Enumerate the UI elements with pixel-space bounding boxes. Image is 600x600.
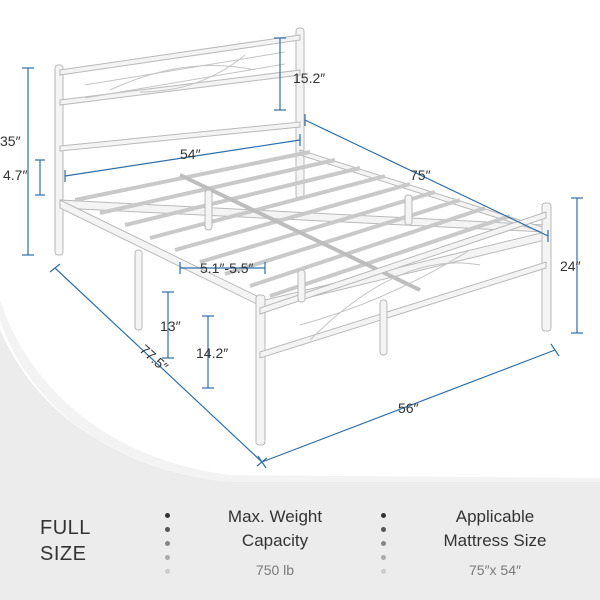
dim-inner-length: 75″	[410, 167, 431, 183]
footboard-rail-low	[259, 261, 547, 359]
weight-title-line-2: Capacity	[241, 531, 309, 550]
dimension-lines	[22, 37, 583, 469]
headboard-decor-frame	[84, 51, 286, 99]
headboard-post-left	[54, 64, 64, 256]
dim-inner-width: 54″	[180, 146, 201, 162]
headboard-decor-x	[109, 54, 256, 93]
dim-slat-gap: 5.1″-5.5″	[200, 260, 254, 276]
weight-title-line-1: Max. Weight	[227, 507, 323, 526]
headboard-rail-top	[59, 34, 301, 76]
dim-footboard-height: 24″	[560, 258, 581, 274]
divider-dots-left	[165, 513, 175, 583]
leg-right-back	[404, 194, 413, 226]
weight-title: Max. Weight Capacity	[195, 505, 355, 553]
mattress-value: 75″x 54″	[469, 562, 521, 578]
slats	[74, 150, 531, 302]
mattress-title: Applicable Mattress Size	[410, 505, 580, 553]
dim-under-clearance: 13″	[160, 318, 181, 334]
divider-dots-right	[381, 513, 391, 583]
size-line-2: SIZE	[40, 543, 87, 565]
footboard-post-left	[255, 294, 266, 446]
headboard-post-right	[295, 27, 305, 199]
footboard-rail-top	[259, 211, 547, 315]
mattress-title-line-1: Applicable	[455, 507, 535, 526]
background-curve	[0, 330, 600, 600]
dim-total-height: 35″	[0, 133, 21, 149]
size-line-1: FULL	[40, 517, 91, 539]
leg-center	[297, 269, 306, 303]
mattress-title-line-2: Mattress Size	[443, 531, 547, 550]
weight-value: 750 lb	[255, 562, 295, 578]
leg-left-mid	[134, 249, 143, 331]
leg-center-front	[379, 299, 388, 356]
dim-outer-width: 56″	[398, 400, 419, 416]
dim-side-rail-height: 14.2″	[196, 345, 229, 361]
headboard-rail-low	[59, 121, 301, 152]
dim-headboard-gap: 4.7″	[3, 167, 28, 183]
leg-center-back	[204, 189, 213, 231]
size-label: FULL SIZE	[40, 515, 150, 567]
footboard-decor-x	[299, 249, 481, 341]
dim-headboard-panel: 15.2″	[293, 70, 326, 86]
bed-frame	[54, 27, 552, 446]
